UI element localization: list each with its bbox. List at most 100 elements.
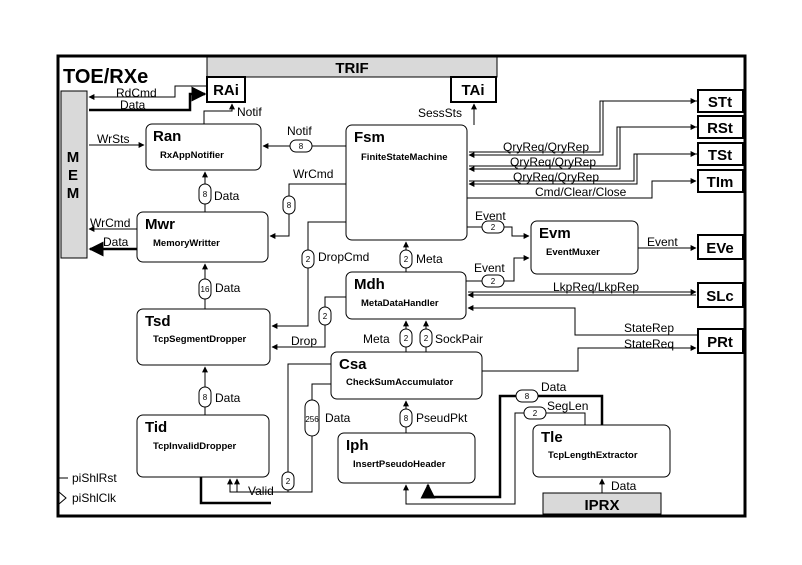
svg-text:8: 8 <box>203 190 208 199</box>
tai-box <box>450 76 497 103</box>
sig-valid: Valid <box>248 484 274 498</box>
sig-event-mdh: Event <box>474 261 505 275</box>
fsm-sub: FiniteStateMachine <box>361 152 448 163</box>
iph-sub: InsertPseudoHeader <box>353 459 446 470</box>
svg-text:8: 8 <box>404 414 409 423</box>
wire-rdcmd <box>88 85 207 100</box>
capsule-meta-fsm: 2 <box>399 249 413 269</box>
wires: RdCmd Data Notif WrSts Notif SessSts WrC… <box>88 85 698 505</box>
block-mdh: Mdh MetaDataHandler <box>345 271 467 320</box>
prt-label: PRt <box>707 334 733 351</box>
sig-qry2: QryReq/QryRep <box>510 155 596 169</box>
svg-text:2: 2 <box>404 334 409 343</box>
sig-dropcmd: DropCmd <box>318 250 369 264</box>
outer-frame <box>56 54 747 518</box>
mem-bar <box>60 90 88 259</box>
sig-meta-fsm: Meta <box>416 252 443 266</box>
tid-name: Tid <box>145 419 167 436</box>
block-csa: Csa CheckSumAccumulator <box>330 351 483 400</box>
port-clk-glyph <box>58 491 67 505</box>
evm-name: Evm <box>539 225 571 242</box>
sig-data-csa: Data <box>325 411 351 425</box>
tsd-sub: TcpSegmentDropper <box>153 334 247 345</box>
wire-tid-out <box>199 477 271 505</box>
svg-text:2: 2 <box>491 223 496 232</box>
sig-lkp: LkpReq/LkpRep <box>553 280 639 294</box>
svg-text:8: 8 <box>525 392 530 401</box>
iph-name: Iph <box>346 437 369 454</box>
diagram-title: TOE/RXe <box>63 66 148 88</box>
capsule-valid: 2 <box>281 471 295 491</box>
width-capsules: 8 8 8 2 2 2 2 2 <box>198 139 547 491</box>
block-iph: Iph InsertPseudoHeader <box>337 432 476 484</box>
svg-text:256: 256 <box>305 415 319 424</box>
wire-qry3-out <box>469 151 697 182</box>
wire-tle-data-top <box>533 394 604 425</box>
sig-meta-csa: Meta <box>363 332 390 346</box>
capsule-data-csa: 256 <box>304 399 320 437</box>
sig-data-tid: Data <box>215 391 241 405</box>
capsule-data-ran: 8 <box>198 183 212 205</box>
svg-text:2: 2 <box>533 409 538 418</box>
wire-notif-rai <box>203 103 235 124</box>
capsule-data-tsd: 16 <box>198 278 212 300</box>
mdh-name: Mdh <box>354 276 385 293</box>
mdh-sub: MetaDataHandler <box>361 298 439 309</box>
fsm-name: Fsm <box>354 129 385 146</box>
ports: piShlRst piShlClk <box>58 471 117 505</box>
wire-data-rai <box>89 86 207 112</box>
sig-notif-fsm: Notif <box>287 124 312 138</box>
rai-box <box>206 76 246 103</box>
sig-event-evm: Event <box>647 235 678 249</box>
sig-data-tle: Data <box>541 380 567 394</box>
tle-sub: TcpLengthExtractor <box>548 450 638 461</box>
block-mwr: Mwr MemoryWritter <box>136 211 269 263</box>
wire-staterep <box>467 305 698 336</box>
rai-label: RAi <box>213 82 239 99</box>
svg-text:2: 2 <box>424 334 429 343</box>
eve-box <box>697 234 744 260</box>
wire-qry2-out <box>469 124 697 167</box>
sig-rdcmd: RdCmd <box>116 86 157 100</box>
svg-text:16: 16 <box>201 285 210 294</box>
capsule-event-fsm: 2 <box>481 220 505 234</box>
block-ran: Ran RxAppNotifier <box>145 123 262 171</box>
svg-text:2: 2 <box>323 312 328 321</box>
port-rst: piShlRst <box>72 471 117 485</box>
wire-cmd <box>467 178 697 199</box>
capsule-data-tle: 8 <box>515 389 539 403</box>
capsule-data-tid: 8 <box>198 386 212 408</box>
wire-qry1-out <box>469 98 697 153</box>
sig-wrcmd-mem: WrCmd <box>90 216 130 230</box>
svg-text:2: 2 <box>404 255 409 264</box>
capsule-wrcmd: 8 <box>282 195 296 215</box>
eve-label: EVe <box>706 240 734 257</box>
sig-drop: Drop <box>291 334 317 348</box>
tid-sub: TcpInvalidDropper <box>153 441 237 452</box>
sig-wrcmd-fsm: WrCmd <box>293 167 333 181</box>
sig-pseudpkt: PseudPkt <box>416 411 468 425</box>
wire-dropcmd <box>271 221 346 329</box>
svg-text:2: 2 <box>306 255 311 264</box>
sig-seglen: SegLen <box>547 399 588 413</box>
tst-label: TSt <box>708 147 732 164</box>
trif-bar <box>206 56 498 78</box>
slc-box <box>697 282 744 308</box>
sig-data-iprx: Data <box>611 479 637 493</box>
tle-name: Tle <box>541 429 563 446</box>
capsule-drop: 2 <box>318 306 332 326</box>
sig-data-rai: Data <box>120 98 146 112</box>
svg-text:2: 2 <box>286 477 291 486</box>
sig-qry1: QryReq/QryRep <box>503 140 589 154</box>
block-fsm: Fsm FiniteStateMachine <box>345 124 468 241</box>
sig-staterep: StateRep <box>624 321 674 335</box>
sig-data-mem: Data <box>103 235 129 249</box>
tsd-name: Tsd <box>145 313 171 330</box>
stt-label: STt <box>708 94 732 111</box>
capsule-pseudpkt: 8 <box>399 408 413 428</box>
sig-sesssts: SessSts <box>418 106 462 120</box>
wire-data-tle <box>420 394 533 499</box>
capsule-sockpair: 2 <box>419 328 433 348</box>
port-clk: piShlClk <box>72 491 117 505</box>
